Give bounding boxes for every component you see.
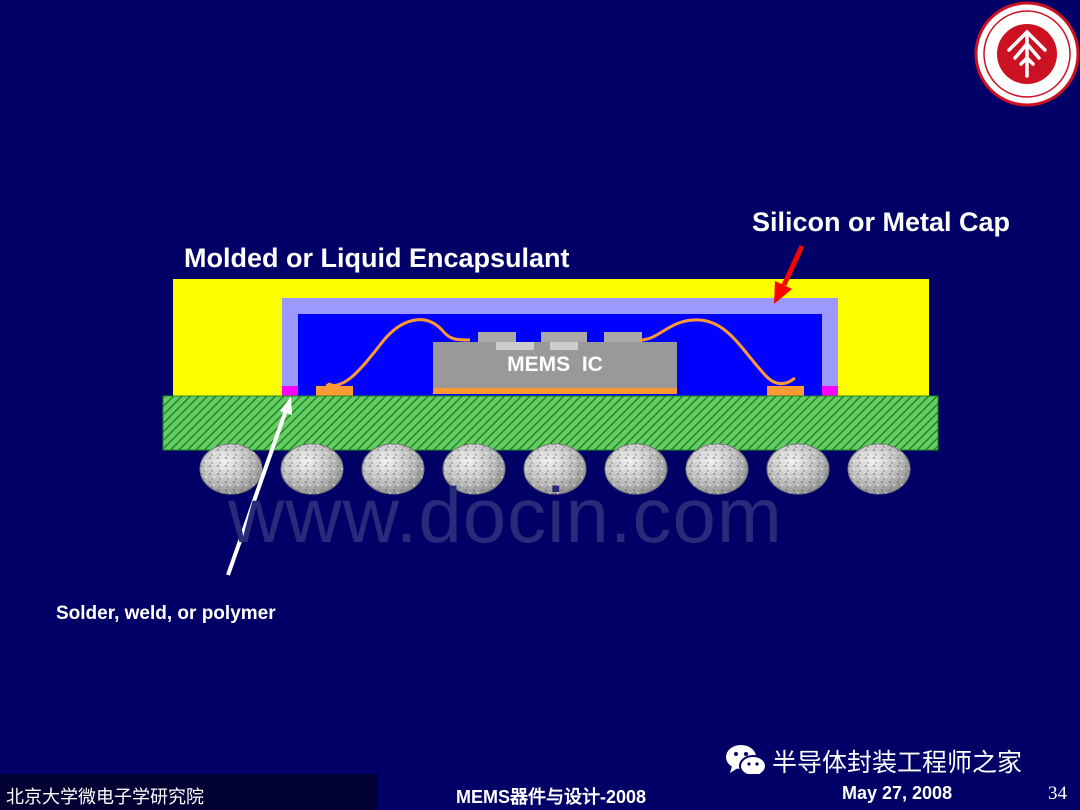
die-bump <box>604 332 642 342</box>
solder-ball-texture <box>848 444 910 494</box>
wechat-account-name: 半导体封装工程师之家 <box>772 748 1023 777</box>
die-bump <box>550 342 578 350</box>
substrate-pad <box>767 386 804 396</box>
solder-ball-texture <box>524 444 586 494</box>
die-label: MEMS IC <box>507 353 603 376</box>
solder-ball-texture <box>362 444 424 494</box>
bond-label: Solder, weld, or polymer <box>56 603 276 624</box>
cap-bond-point <box>282 386 298 396</box>
encapsulant-label: Molded or Liquid Encapsulant <box>184 243 570 273</box>
solder-ball-texture <box>605 444 667 494</box>
watermark: www.docin.com <box>228 471 783 559</box>
bond-wire <box>639 318 796 386</box>
solder-ball-texture <box>200 444 262 494</box>
solder-ball-texture <box>686 444 748 494</box>
wechat-account: 半导体封装工程师之家 <box>724 742 1022 780</box>
solder-ball-texture <box>281 444 343 494</box>
solder-balls <box>199 443 911 495</box>
substrate-pad <box>316 386 353 396</box>
cap-bond-point <box>822 386 838 396</box>
die-bond-layer <box>433 388 677 394</box>
solder-ball-texture <box>443 444 505 494</box>
wechat-icon <box>726 745 767 779</box>
footer-institute: 北京大学微电子学研究院 <box>6 787 204 808</box>
solder-ball-texture <box>767 444 829 494</box>
cap-pointer-arrow <box>781 244 805 287</box>
bond-wire <box>325 318 471 388</box>
cap <box>282 298 838 396</box>
substrate <box>162 395 939 451</box>
university-seal <box>974 1 1080 107</box>
footer-course: MEMS器件与设计-2008 <box>456 787 647 807</box>
bond-wire <box>327 382 344 390</box>
footer-date: May 27, 2008 <box>842 783 953 803</box>
die-bump <box>496 342 534 350</box>
bond-pointer-arrow <box>226 409 288 576</box>
bond-pointer-arrowhead <box>280 396 292 415</box>
cap-pointer-arrowhead <box>774 281 792 304</box>
cap-label: Silicon or Metal Cap <box>752 207 1011 237</box>
die-bump <box>478 332 516 342</box>
footer-page-number: 34 <box>1048 783 1067 804</box>
die-bump <box>541 332 587 342</box>
footer-left-panel <box>0 774 378 810</box>
footer-bar: 北京大学微电子学研究院 MEMS器件与设计-2008 May 27, 2008 … <box>0 774 1080 810</box>
